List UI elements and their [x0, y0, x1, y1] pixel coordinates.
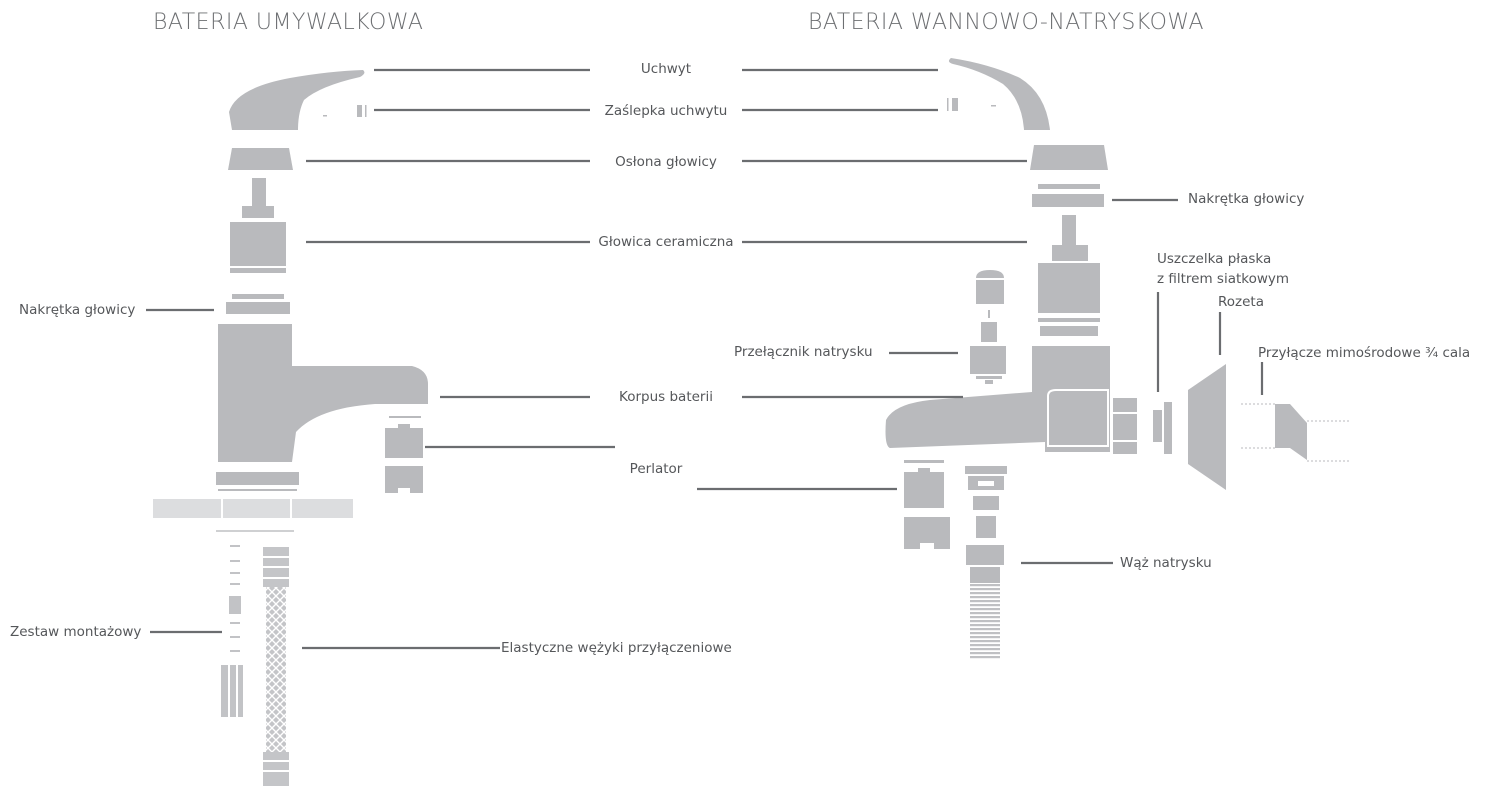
label-gasket-line2: z filtrem siatkowym	[1157, 271, 1290, 287]
flexible-hose	[263, 547, 289, 786]
left-handle	[229, 70, 365, 130]
leader-lines	[146, 68, 1264, 650]
eccentric-connector	[1241, 403, 1350, 462]
title-basin-faucet: BATERIA UMYWALKOWA	[153, 10, 424, 35]
right-aerator	[904, 472, 944, 508]
mounting-set	[221, 545, 243, 717]
label-head-cover: Osłona głowicy	[615, 154, 717, 170]
title-bath-shower-faucet: BATERIA WANNOWO-NATRYSKOWA	[808, 10, 1205, 35]
right-head-nut	[1038, 184, 1100, 189]
shower-hose	[965, 466, 1007, 660]
left-aerator	[385, 428, 423, 458]
bath-shower-faucet	[885, 58, 1350, 660]
left-base-plate	[216, 472, 299, 485]
left-head-cover	[228, 148, 293, 170]
label-shower-hose: Wąż natrysku	[1120, 555, 1212, 571]
label-flexible-hoses: Elastyczne wężyki przyłączeniowe	[501, 640, 732, 656]
label-rosette: Rozeta	[1218, 294, 1264, 310]
right-handle	[948, 58, 1050, 130]
right-cartridge-spindle	[1062, 215, 1076, 245]
shower-switch	[970, 270, 1006, 384]
label-head-nut-right: Nakrętka głowicy	[1188, 191, 1305, 207]
label-gasket-line1: Uszczelka płaska	[1157, 251, 1272, 267]
left-body	[218, 324, 428, 462]
label-mounting-set: Zestaw montażowy	[10, 624, 142, 640]
label-ceramic-cartridge: Głowica ceramiczna	[598, 234, 734, 250]
label-handle: Uchwyt	[640, 61, 692, 77]
right-handle-cap	[952, 98, 958, 111]
label-faucet-body: Korpus baterii	[619, 389, 713, 405]
left-handle-cap	[357, 105, 362, 117]
label-eccentric-connector: Przyłącze mimośrodowe ¾ cala	[1258, 345, 1471, 361]
left-cartridge-spindle	[252, 178, 266, 206]
flat-gasket	[1153, 410, 1162, 442]
label-handle-cap: Zaślepka uchwytu	[604, 103, 728, 119]
right-head-cover	[1030, 145, 1108, 170]
label-head-nut-left: Nakrętka głowicy	[19, 302, 136, 318]
label-shower-switch: Przełącznik natrysku	[734, 344, 873, 360]
left-head-nut	[232, 294, 284, 299]
basin-faucet	[153, 70, 428, 786]
label-aerator: Perlator	[629, 461, 683, 477]
rosette	[1188, 364, 1226, 490]
